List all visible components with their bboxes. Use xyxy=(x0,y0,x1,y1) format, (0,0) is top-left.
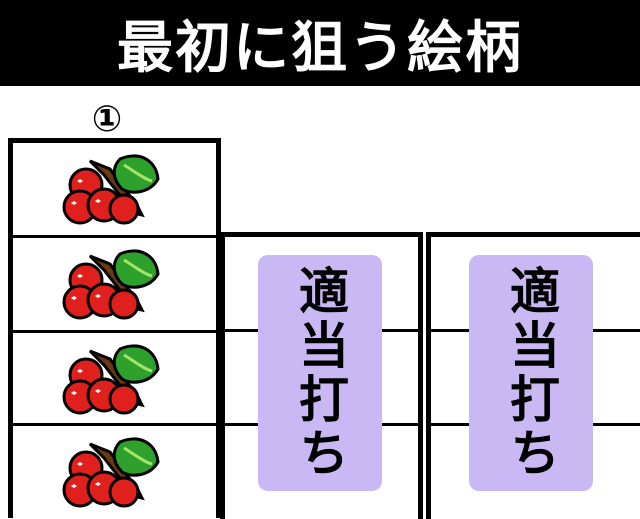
page-title-text: 最初に狙う絵柄 xyxy=(117,15,523,81)
center-reel: 適当打ち xyxy=(220,232,423,519)
cherry-icon xyxy=(62,154,160,225)
any-timing-label: 適当打ち xyxy=(502,265,560,481)
cherry-icon xyxy=(62,344,160,415)
any-timing-panel: 適当打ち xyxy=(258,255,382,491)
any-timing-panel: 適当打ち xyxy=(469,255,593,491)
reel-cell xyxy=(13,333,216,425)
reel-divider xyxy=(13,330,216,333)
any-timing-label: 適当打ち xyxy=(291,265,349,481)
reel-divider xyxy=(13,235,216,238)
cherry-icon xyxy=(62,437,160,508)
reel-cell xyxy=(13,238,216,330)
reel-number-badge: ① xyxy=(91,99,123,140)
reel-cell xyxy=(13,426,216,518)
reel-divider xyxy=(13,423,216,426)
right-reel: 適当打ち xyxy=(426,232,640,519)
cherry-icon xyxy=(62,249,160,320)
page-title: 最初に狙う絵柄 xyxy=(0,0,640,86)
left-reel xyxy=(8,138,221,518)
reel-cell xyxy=(13,143,216,235)
